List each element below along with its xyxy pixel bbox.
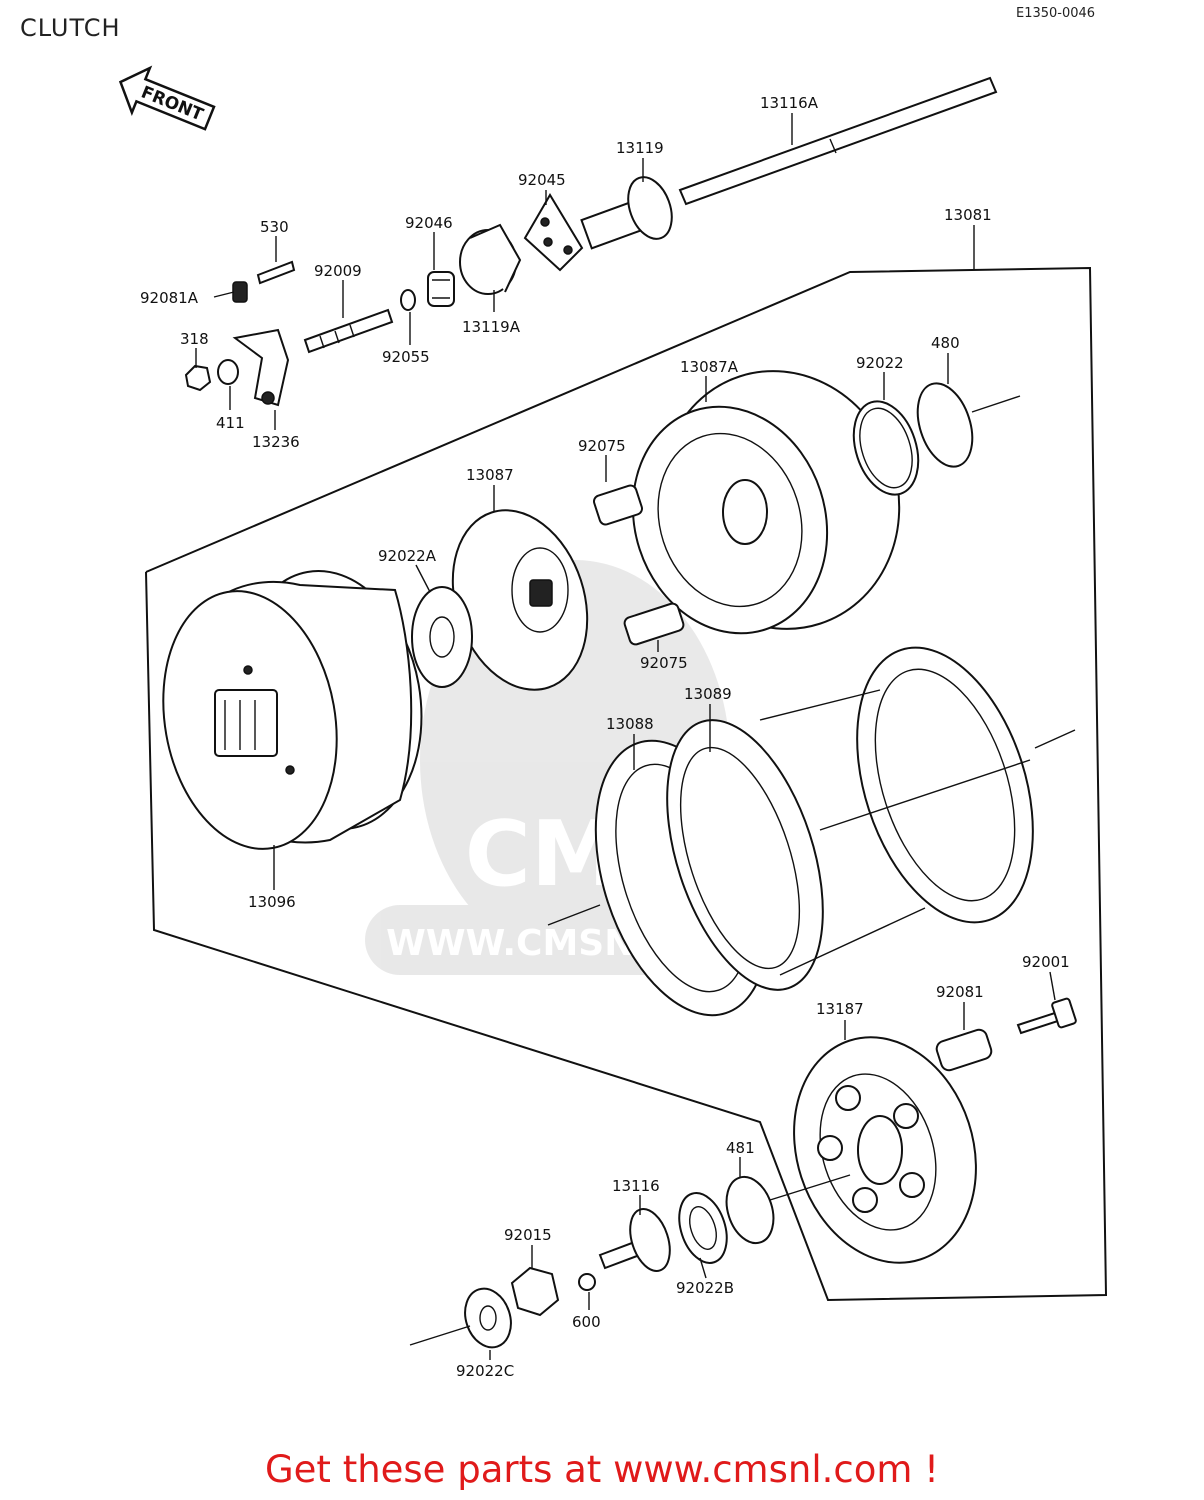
part-92015-nut [510,1266,560,1317]
label-13088: 13088 [606,715,654,733]
label-480: 480 [931,334,960,352]
label-13119: 13119 [616,139,664,157]
part-92022c-washer [464,1287,512,1349]
label-13116: 13116 [612,1177,660,1195]
label-13236: 13236 [252,433,300,451]
label-600: 600 [572,1313,601,1331]
label-92022c: 92022C [456,1362,514,1380]
part-13096-clutch-housing [162,570,423,850]
part-92081-spring [935,1028,993,1072]
part-13088-friction-plate-right [856,646,1034,924]
part-13089-steel-plate [666,719,824,991]
part-600-ball [578,1273,596,1291]
label-92022a: 92022A [378,547,437,565]
label-13081: 13081 [944,206,992,224]
label-92015: 92015 [504,1226,552,1244]
part-13087-hub [451,509,589,691]
part-92022b-washer [678,1192,728,1264]
label-13187: 13187 [816,1000,864,1018]
label-92081a: 92081A [140,289,199,307]
part-92009-stud [303,308,394,354]
label-318: 318 [180,330,209,348]
part-13116a-pushrod [678,76,998,206]
assembly-outline [145,266,1108,1302]
part-92081a-spring [232,281,248,303]
label-92022b: 92022B [676,1279,734,1297]
part-13187-pressure-plate [793,1036,977,1264]
part-480-circlip [916,382,974,468]
label-530: 530 [260,218,289,236]
part-481-circlip [725,1175,775,1245]
label-411: 411 [216,414,245,432]
label-13119a: 13119A [462,318,521,336]
part-92022a-washer [411,586,473,688]
label-92075-top: 92075 [578,437,626,455]
label-92045: 92045 [518,171,566,189]
part-13119 [580,176,673,250]
label-92046: 92046 [405,214,453,232]
label-13096: 13096 [248,893,296,911]
promo-link[interactable]: Get these parts at www.cmsnl.com ! [264,1448,939,1491]
part-13087a-housing [631,370,901,635]
label-92001: 92001 [1022,953,1070,971]
label-13089: 13089 [684,685,732,703]
label-92081: 92081 [936,983,984,1001]
label-92075-bottom: 92075 [640,654,688,672]
part-92075-damper-bottom [623,602,685,646]
part-13116-pushrod [598,1208,671,1272]
part-92001-bolt [1016,997,1077,1035]
part-92045-plate [523,193,584,272]
part-92075-damper-top [593,484,643,526]
part-92055-washer [400,289,416,311]
label-92022: 92022 [856,354,904,372]
label-92055: 92055 [382,348,430,366]
label-13087: 13087 [466,466,514,484]
front-arrow: FRONT [118,65,216,131]
part-labels: 13116A 13119 92045 92046 530 92009 92081… [140,94,1070,1380]
label-92009: 92009 [314,262,362,280]
label-13116a: 13116A [760,94,819,112]
part-411-washer [217,359,239,385]
label-481: 481 [726,1139,755,1157]
part-13236-lever [232,328,290,407]
label-13087a: 13087A [680,358,739,376]
leader-lines [195,113,1056,1360]
part-92046-bearing [427,271,455,307]
page-title: CLUTCH [20,14,121,42]
part-530-pin [256,260,296,285]
part-318-nut [184,364,212,392]
drawing-code: E1350-0046 [1016,6,1096,21]
part-13119a [459,223,522,295]
